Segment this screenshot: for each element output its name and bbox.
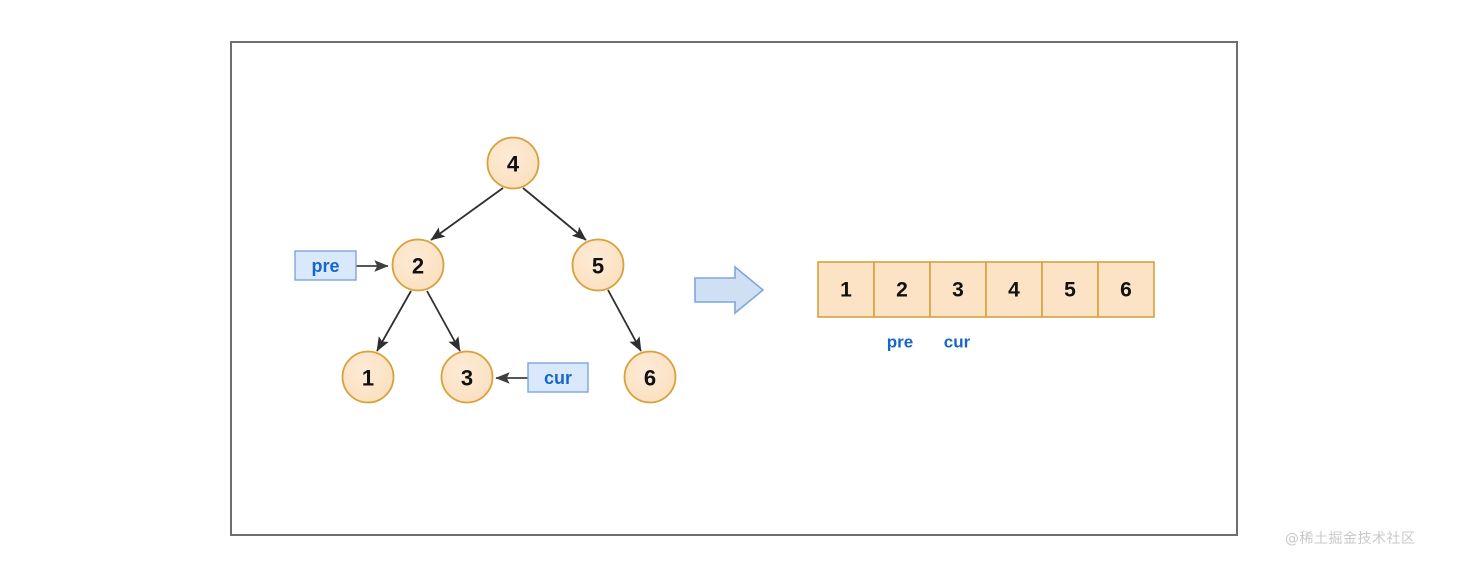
diagram-frame	[230, 41, 1238, 536]
watermark: @稀土掘金技术社区	[1285, 531, 1416, 547]
